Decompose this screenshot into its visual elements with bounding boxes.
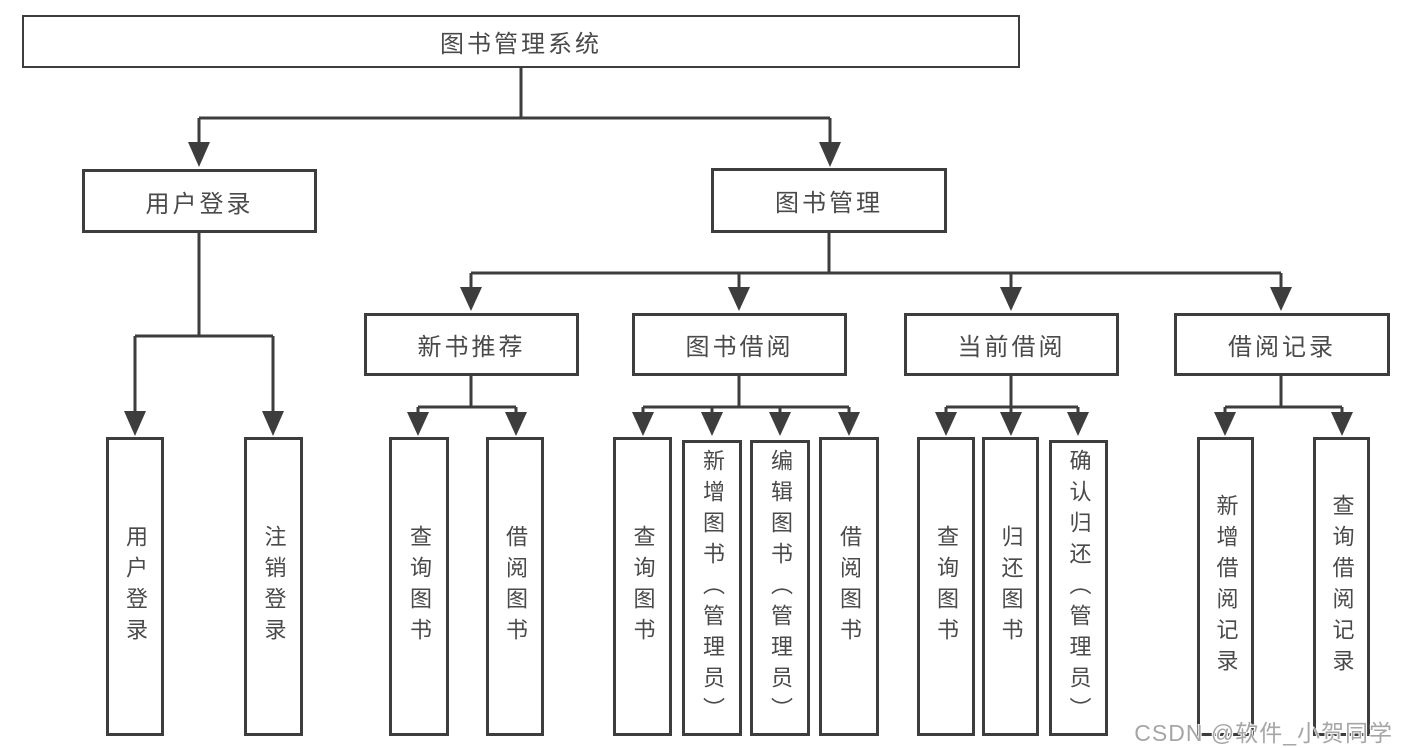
node-label: 查询图书 — [407, 524, 432, 649]
node-book-borrowing: 图书借阅 — [632, 313, 847, 376]
leaf-query-books-recommend: 查询图书 — [389, 437, 449, 736]
leaf-query-books-current: 查询图书 — [917, 437, 975, 736]
arrowheads — [124, 142, 1353, 436]
leaf-add-books-admin: 新增图书（管理员） — [682, 440, 742, 736]
leaf-borrow-books: 借阅图书 — [819, 437, 879, 736]
node-label: 查询图书 — [934, 524, 959, 649]
leaf-logout: 注销登录 — [244, 437, 303, 736]
leaf-add-borrow-record: 新增借阅记录 — [1197, 437, 1254, 736]
node-label: 新增借阅记录 — [1213, 493, 1239, 680]
node-book-management: 图书管理 — [711, 168, 947, 233]
node-label: 注销登录 — [261, 524, 287, 649]
leaf-confirm-return-admin: 确认归还（管理员） — [1049, 440, 1108, 736]
node-label: 图书管理 — [775, 190, 883, 217]
leaf-query-borrow-record: 查询借阅记录 — [1313, 437, 1370, 736]
leaf-return-books: 归还图书 — [982, 437, 1039, 736]
node-label: 借阅图书 — [503, 524, 528, 649]
node-borrow-records: 借阅记录 — [1174, 313, 1390, 376]
csdn-watermark: CSDN @软件_小贺同学 — [1134, 720, 1393, 746]
node-label: 用户登录 — [123, 524, 148, 649]
leaf-user-login: 用户登录 — [106, 437, 164, 736]
node-label: 当前借阅 — [957, 334, 1066, 361]
node-user-login: 用户登录 — [82, 169, 317, 233]
node-label: 查询图书 — [630, 524, 656, 649]
node-label: 借阅记录 — [1228, 334, 1336, 361]
node-label: 编辑图书（管理员） — [768, 448, 793, 728]
leaf-edit-books-admin: 编辑图书（管理员） — [750, 440, 810, 736]
node-new-book-recommend: 新书推荐 — [364, 313, 579, 376]
node-label: 借阅图书 — [837, 524, 862, 649]
node-label: 图书管理系统 — [440, 31, 602, 58]
node-current-borrowing: 当前借阅 — [904, 313, 1119, 376]
node-label: 确认归还（管理员） — [1066, 448, 1092, 728]
node-label: 用户登录 — [145, 190, 254, 218]
node-label: 新增图书（管理员） — [700, 448, 725, 728]
leaf-borrow-books-recommend: 借阅图书 — [486, 437, 544, 736]
node-library-system: 图书管理系统 — [22, 15, 1020, 68]
leaf-query-books-borrow: 查询图书 — [613, 437, 672, 736]
node-label: 归还图书 — [998, 524, 1024, 649]
node-label: 新书推荐 — [417, 334, 526, 361]
node-label: 查询借阅记录 — [1329, 493, 1355, 680]
node-label: 图书借阅 — [685, 334, 794, 361]
